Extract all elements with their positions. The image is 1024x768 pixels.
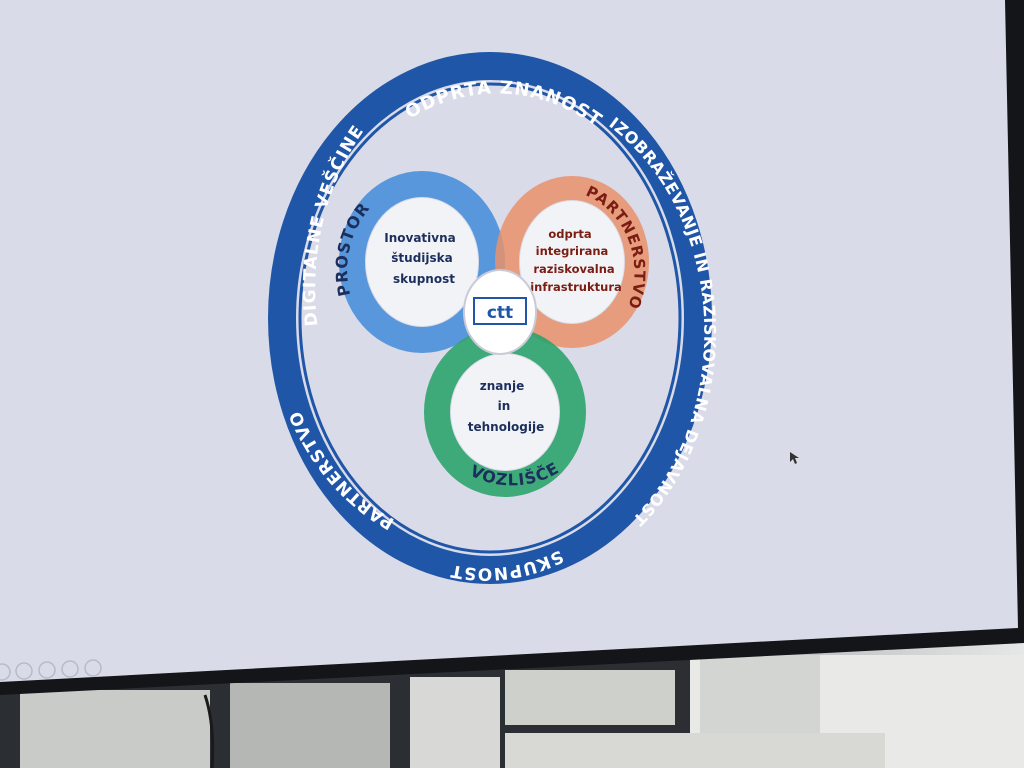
partner-line-2: integrirana <box>536 244 609 258</box>
circle-vozlisce-text: znanje in tehnologije <box>468 379 545 434</box>
presentation-toolbar <box>0 659 102 681</box>
toolbar-zoom-icon[interactable] <box>61 660 79 678</box>
prostor-line-3: skupnost <box>393 272 455 286</box>
partner-line-3: raziskovalna <box>533 262 614 276</box>
center-logo-text: ctt <box>487 303 513 323</box>
partner-line-4: infrastruktura <box>530 280 622 294</box>
circle-prostor-fill <box>366 198 478 326</box>
vozlisce-line-1: znanje <box>480 379 524 393</box>
circle-prostor-text: Inovativna študijska skupnost <box>384 231 455 286</box>
prostor-line-1: Inovativna <box>384 231 455 245</box>
circle-partnerstvo-ring <box>495 176 649 348</box>
circle-partnerstvo-text: odprta integrirana raziskovalna infrastr… <box>530 227 622 294</box>
circle-vozlisce-fill <box>451 354 559 470</box>
mouse-cursor-icon <box>790 452 799 464</box>
toolbar-more-icon[interactable] <box>84 659 102 677</box>
circle-prostor-ring <box>339 171 505 353</box>
vozlisce-line-3: tehnologije <box>468 420 545 434</box>
outer-ring <box>268 52 712 584</box>
prostor-line-2: študijska <box>391 251 452 265</box>
vozlisce-line-2: in <box>498 399 511 413</box>
partner-line-1: odprta <box>548 227 591 241</box>
circle-partnerstvo-fill <box>520 201 624 323</box>
toolbar-pen-icon[interactable] <box>15 662 33 680</box>
toolbar-slides-icon[interactable] <box>38 661 56 679</box>
outer-ring-inner-line <box>298 82 682 554</box>
toolbar-prev-icon[interactable] <box>0 663 11 681</box>
center-logo-circle <box>463 269 537 355</box>
center-logo-frame <box>473 297 527 325</box>
